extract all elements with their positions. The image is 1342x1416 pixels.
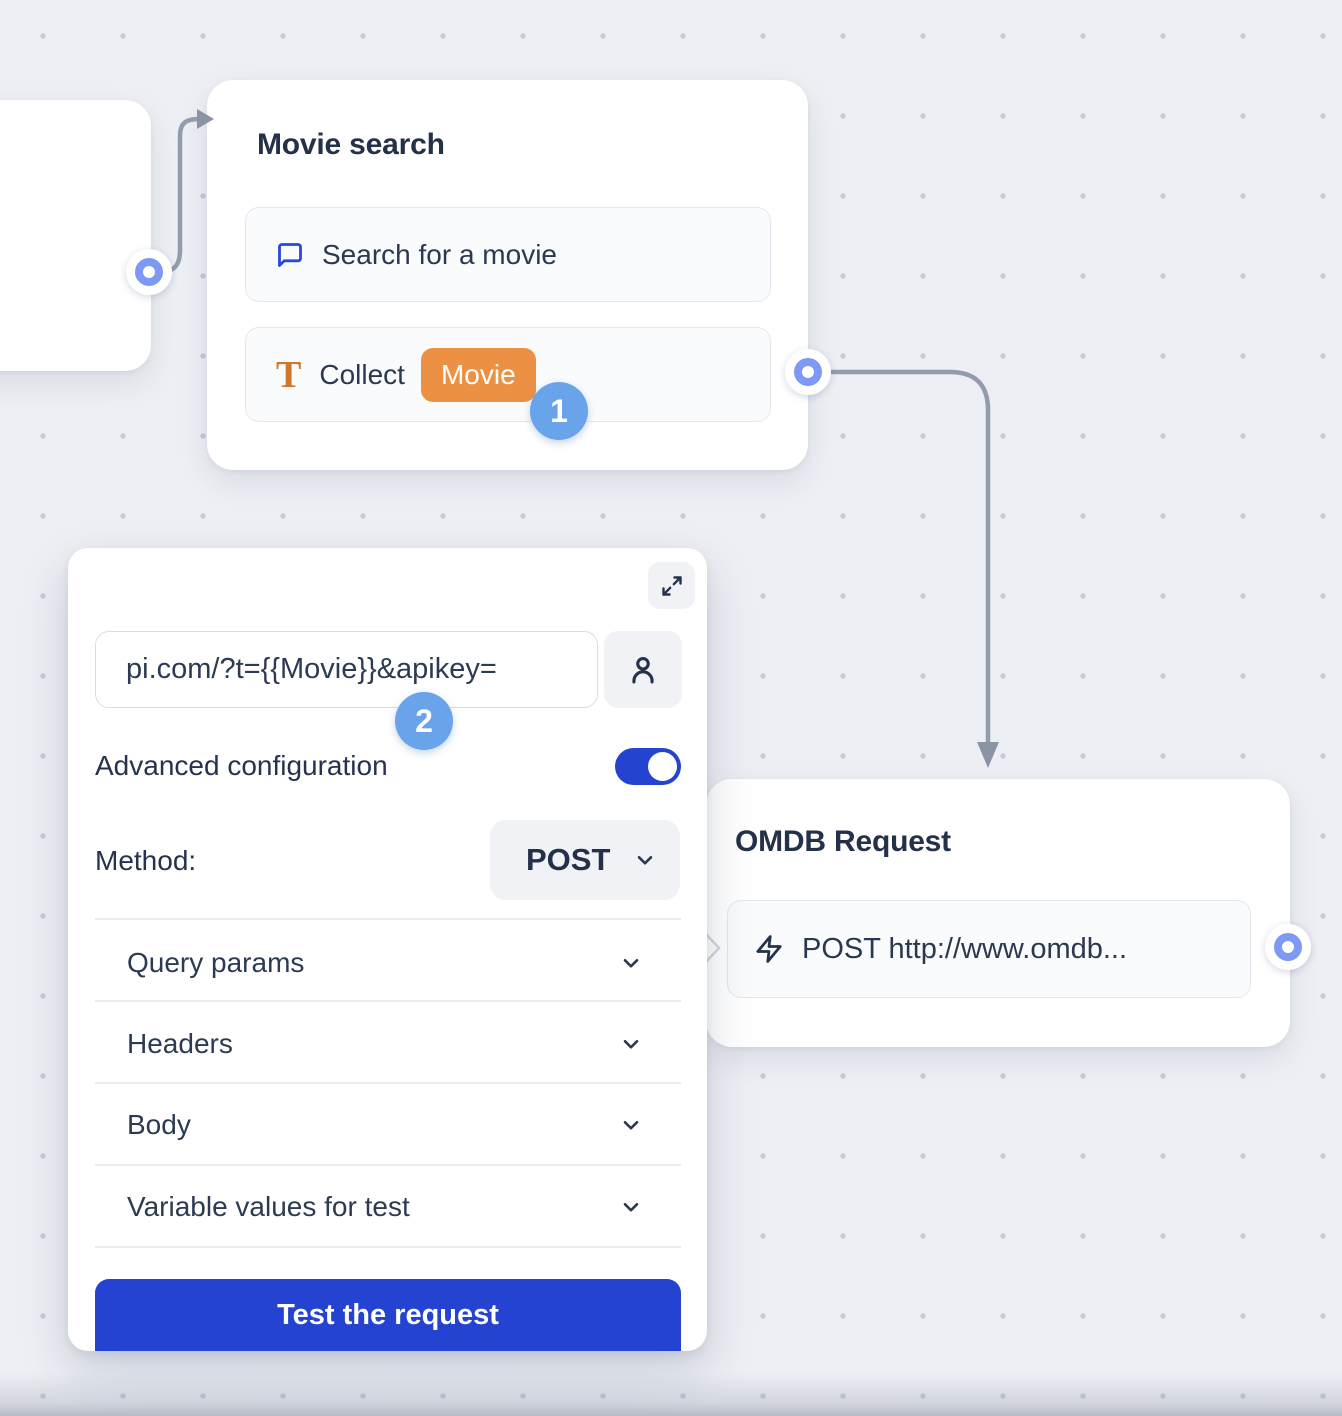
- expand-icon: [661, 575, 682, 596]
- connector-arrowhead-down: [977, 742, 999, 768]
- node-title: OMDB Request: [735, 825, 951, 858]
- advanced-configuration-label: Advanced configuration: [95, 750, 388, 781]
- output-port-movie-search[interactable]: [785, 349, 831, 395]
- text-input-icon: T: [276, 353, 302, 396]
- insert-variable-button[interactable]: [604, 631, 682, 708]
- toggle-knob: [648, 752, 677, 781]
- bottom-edge-fade: [0, 1372, 1342, 1416]
- node-card-movie-search[interactable]: Movie search Search for a movie T Collec…: [207, 80, 808, 470]
- person-icon: [632, 656, 654, 683]
- node-card-previous[interactable]: [0, 100, 151, 371]
- port-ring: [135, 258, 163, 286]
- expand-button[interactable]: [648, 562, 695, 609]
- method-label: Method:: [95, 845, 197, 876]
- port-ring: [1274, 933, 1302, 961]
- node-item-label: Search for a movie: [322, 238, 557, 270]
- method-select[interactable]: POST: [490, 820, 680, 900]
- output-port-omdb-request[interactable]: [1265, 924, 1311, 970]
- divider: [95, 1000, 681, 1002]
- step-badge-2: 2: [395, 692, 453, 750]
- connector-previous-to-movie-search: [157, 116, 202, 275]
- variable-chip-movie[interactable]: Movie: [420, 347, 536, 402]
- section-body[interactable]: Body: [127, 1109, 191, 1140]
- method-value: POST: [526, 842, 611, 877]
- webhook-config-panel: Advanced configuration Method: POST Quer…: [68, 548, 707, 1351]
- chevron-down-icon: [637, 855, 653, 865]
- chevron-down-icon[interactable]: [618, 1112, 644, 1138]
- node-item-label: Collect: [319, 358, 405, 390]
- divider: [95, 1164, 681, 1166]
- node-item-omdb-post[interactable]: POST http://www.omdb...: [727, 900, 1251, 998]
- section-query-params[interactable]: Query params: [127, 947, 305, 978]
- step-badge-1: 1: [530, 382, 588, 440]
- advanced-config-toggle[interactable]: [615, 748, 681, 785]
- node-title: Movie search: [257, 128, 445, 161]
- output-port-previous[interactable]: [126, 249, 172, 295]
- connector-movie-search-to-omdb: [827, 369, 991, 745]
- node-item-label: POST http://www.omdb...: [802, 932, 1128, 965]
- section-headers[interactable]: Headers: [127, 1028, 233, 1059]
- chevron-down-icon[interactable]: [618, 1194, 644, 1220]
- node-card-omdb-request[interactable]: OMDB Request POST http://www.omdb...: [706, 779, 1290, 1047]
- lightning-icon: [756, 935, 782, 963]
- divider: [95, 1082, 681, 1084]
- port-ring: [794, 358, 822, 386]
- url-input[interactable]: [95, 631, 598, 708]
- divider: [95, 1246, 681, 1248]
- test-request-button[interactable]: Test the request: [95, 1279, 681, 1351]
- chat-bubble-icon: [278, 242, 302, 267]
- chevron-down-icon[interactable]: [618, 950, 644, 976]
- divider: [95, 918, 681, 920]
- node-item-search-for-movie[interactable]: Search for a movie: [245, 207, 771, 302]
- chevron-down-icon[interactable]: [618, 1031, 644, 1057]
- section-variable-values[interactable]: Variable values for test: [127, 1191, 410, 1222]
- node-item-collect-movie[interactable]: T Collect Movie: [245, 327, 771, 422]
